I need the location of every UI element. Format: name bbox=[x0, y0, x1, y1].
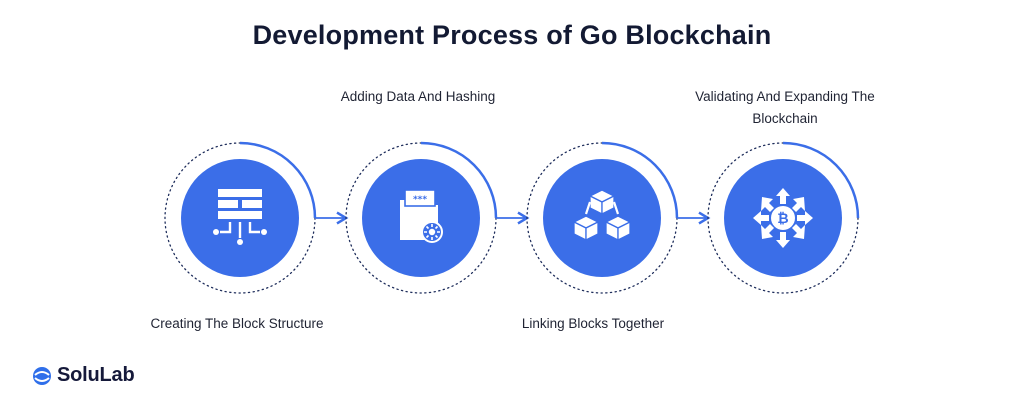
progress-arc bbox=[420, 141, 498, 219]
brand-name: SoluLab bbox=[57, 364, 135, 386]
progress-arc bbox=[782, 141, 860, 219]
step-label-block-structure: Creating The Block Structure bbox=[150, 316, 324, 331]
blockchain-expand-icon: ₿ bbox=[753, 188, 813, 248]
step-label-data-hashing: Adding Data And Hashing bbox=[340, 89, 496, 104]
step-node-linking-blocks bbox=[526, 141, 679, 294]
data-hashing-icon: *** bbox=[400, 189, 443, 243]
step-node-data-hashing: *** bbox=[345, 141, 498, 294]
step-label-validating: Validating And Expanding The Blockchain bbox=[695, 89, 875, 126]
progress-arc bbox=[239, 141, 317, 219]
step-disc bbox=[543, 159, 661, 277]
progress-arc bbox=[601, 141, 679, 219]
step-label-linking-blocks: Linking Blocks Together bbox=[521, 316, 665, 331]
page-title: Development Process of Go Blockchain bbox=[252, 20, 772, 50]
solulab-logo-icon bbox=[33, 366, 51, 385]
step-node-validating: ₿ bbox=[707, 141, 860, 294]
block-structure-icon bbox=[213, 189, 267, 245]
svg-text:***: *** bbox=[413, 195, 427, 205]
brand-logo: SoluLab bbox=[32, 364, 135, 387]
linked-blocks-icon bbox=[573, 189, 631, 241]
step-node-block-structure bbox=[164, 141, 317, 294]
svg-text:₿: ₿ bbox=[777, 211, 788, 227]
